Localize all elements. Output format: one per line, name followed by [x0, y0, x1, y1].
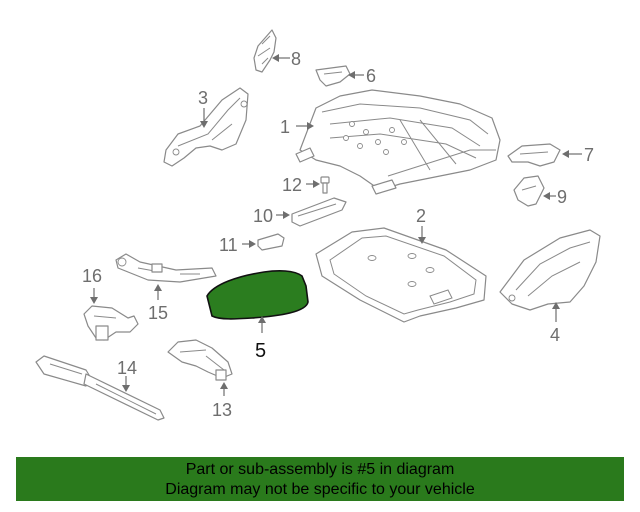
callout-7: 7 — [584, 145, 594, 165]
callout-5: 5 — [255, 340, 266, 362]
callout-13: 13 — [212, 400, 232, 420]
callout-6: 6 — [366, 66, 376, 86]
part-5-trim-panel — [206, 270, 309, 320]
part-16-motor — [83, 305, 139, 341]
part-12-bolt — [320, 176, 330, 194]
callout-8: 8 — [291, 49, 301, 69]
part-14-track-shaft — [35, 355, 165, 421]
callout-16: 16 — [82, 266, 102, 286]
info-line-1: Part or sub-assembly is #5 in diagram — [185, 461, 455, 478]
info-line-2: Diagram may not be specific to your vehi… — [165, 481, 475, 498]
part-11-clip — [257, 233, 285, 251]
part-15-cable-assembly — [115, 253, 217, 283]
callout-9: 9 — [557, 187, 567, 207]
callout-15: 15 — [148, 303, 168, 323]
part-13-motor — [167, 339, 233, 381]
part-1-seat-frame — [295, 89, 501, 195]
callout-3: 3 — [198, 88, 208, 108]
part-6-bracket — [315, 65, 351, 87]
callout-11: 11 — [219, 235, 238, 255]
part-2-seat-pan — [315, 227, 487, 323]
part-4-side-shield — [499, 229, 601, 311]
part-10-cover — [291, 197, 347, 227]
callout-1: 1 — [280, 117, 290, 137]
part-9-bracket — [513, 175, 545, 207]
callout-14: 14 — [117, 358, 137, 378]
part-7-bracket — [507, 143, 561, 167]
callout-4: 4 — [550, 325, 560, 345]
callout-12: 12 — [282, 175, 302, 195]
info-banner: Part or sub-assembly is #5 in diagram Di… — [16, 457, 624, 501]
parts-diagram: 8 6 3 1 7 9 — [35, 29, 601, 421]
callout-10: 10 — [253, 206, 273, 226]
part-8-bracket — [253, 29, 277, 73]
part-3-trim — [163, 87, 249, 167]
callout-2: 2 — [416, 206, 426, 226]
